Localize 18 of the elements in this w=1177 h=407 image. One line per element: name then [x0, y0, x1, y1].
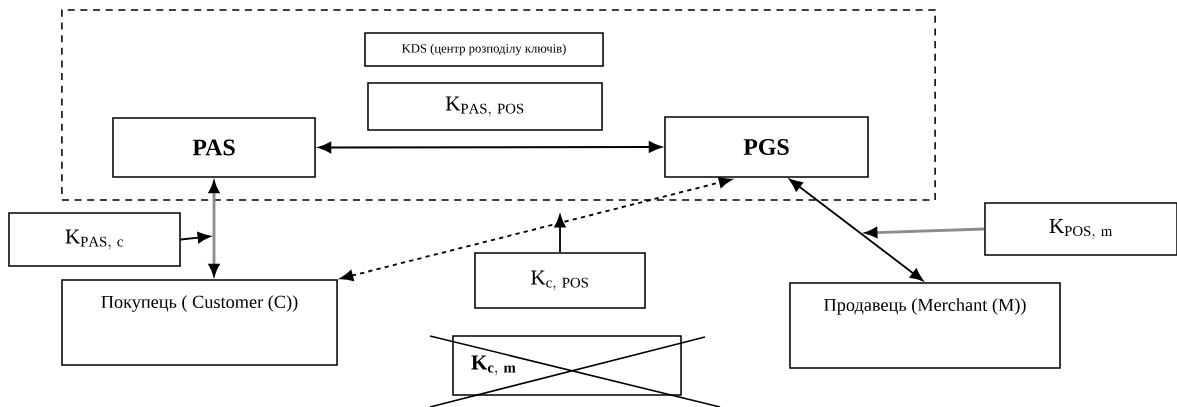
crossed-key-box: $\mathbf{K}_{\mathbf{c,\ m}}$	[452, 335, 682, 396]
dashed-region	[61, 9, 936, 201]
key-box: $\mathrm{K}_{\mathrm{PAS,\ POS}}$	[367, 82, 603, 131]
arrow	[865, 227, 985, 238]
arrow	[318, 141, 662, 154]
process-box: PGS	[664, 116, 869, 178]
arrow	[554, 214, 566, 254]
label-box: KDS (центр розподілу ключів)	[364, 32, 604, 67]
arrow	[789, 178, 924, 282]
key-box: $\mathrm{K}_{\mathrm{POS,\ m}}$	[984, 202, 1177, 256]
key-box: $\mathrm{K}_{\mathrm{PAS,\ c}}$	[8, 212, 181, 267]
party-box: Покупець ( Customer (C))	[61, 279, 338, 366]
party-box: Продавець (Merchant (M))	[789, 282, 1061, 369]
arrow	[340, 176, 732, 282]
process-box: PAS	[112, 117, 316, 178]
arrow	[179, 232, 211, 244]
key-box: $\mathrm{K}_{\mathrm{c,\ POS}}$	[474, 252, 646, 309]
arrow	[208, 181, 220, 276]
